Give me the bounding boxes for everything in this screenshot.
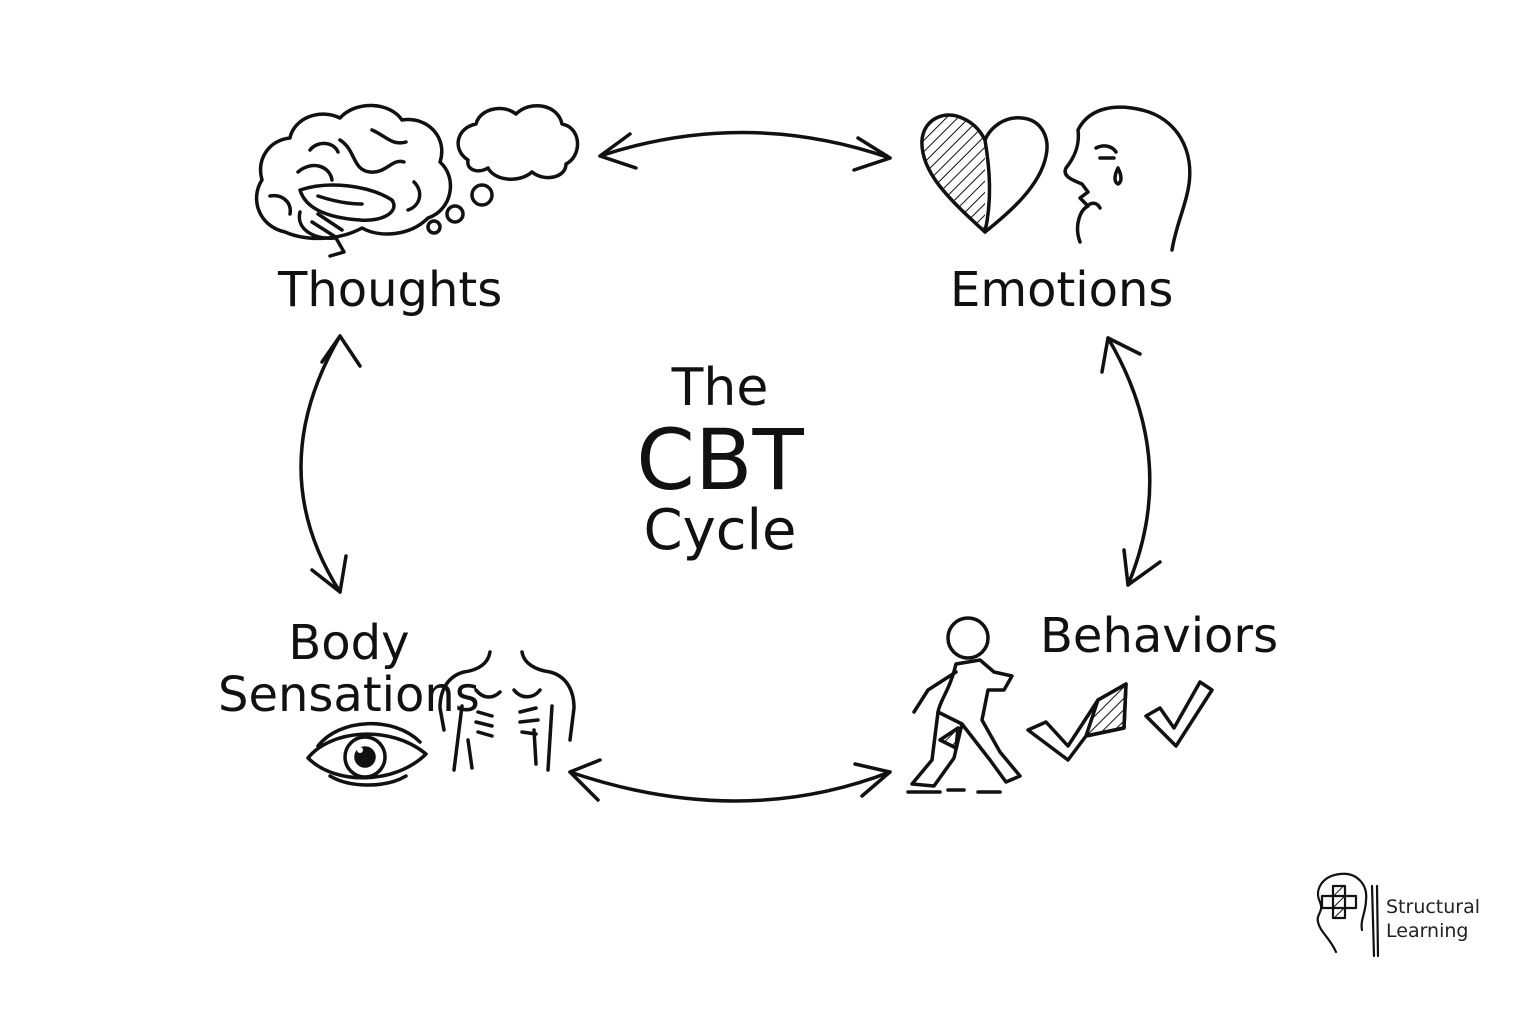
node-label-body-line2: Sensations bbox=[218, 666, 480, 723]
eye-icon bbox=[306, 722, 428, 787]
title-cbt: CBT bbox=[636, 411, 804, 509]
arrow-emotions-behaviors bbox=[1100, 336, 1162, 587]
crying-face-icon bbox=[1063, 105, 1192, 252]
arrow-thoughts-emotions bbox=[598, 130, 892, 172]
brain-icon bbox=[254, 103, 453, 258]
arrow-behaviors-body bbox=[568, 758, 892, 803]
node-label-body-sensations: Body Sensations bbox=[218, 615, 480, 723]
walking-person-icon bbox=[906, 616, 1022, 794]
node-label-emotions: Emotions bbox=[950, 262, 1174, 318]
node-label-body-line1: Body bbox=[288, 615, 410, 671]
brand-name-line2: Learning bbox=[1386, 920, 1469, 942]
thought-bubble-icon bbox=[426, 104, 580, 235]
node-label-behaviors: Behaviors bbox=[1040, 608, 1279, 664]
brand-name-line1: Structural bbox=[1386, 896, 1481, 918]
heart-icon bbox=[920, 113, 1049, 234]
torso-icon bbox=[438, 650, 576, 772]
head-puzzle-logo-icon bbox=[1316, 872, 1380, 958]
checkmark-icon bbox=[1026, 680, 1214, 762]
arrow-body-thoughts bbox=[299, 334, 362, 594]
title-cycle: Cycle bbox=[643, 498, 797, 563]
title-the: The bbox=[671, 358, 769, 418]
node-label-thoughts: Thoughts bbox=[278, 262, 503, 318]
